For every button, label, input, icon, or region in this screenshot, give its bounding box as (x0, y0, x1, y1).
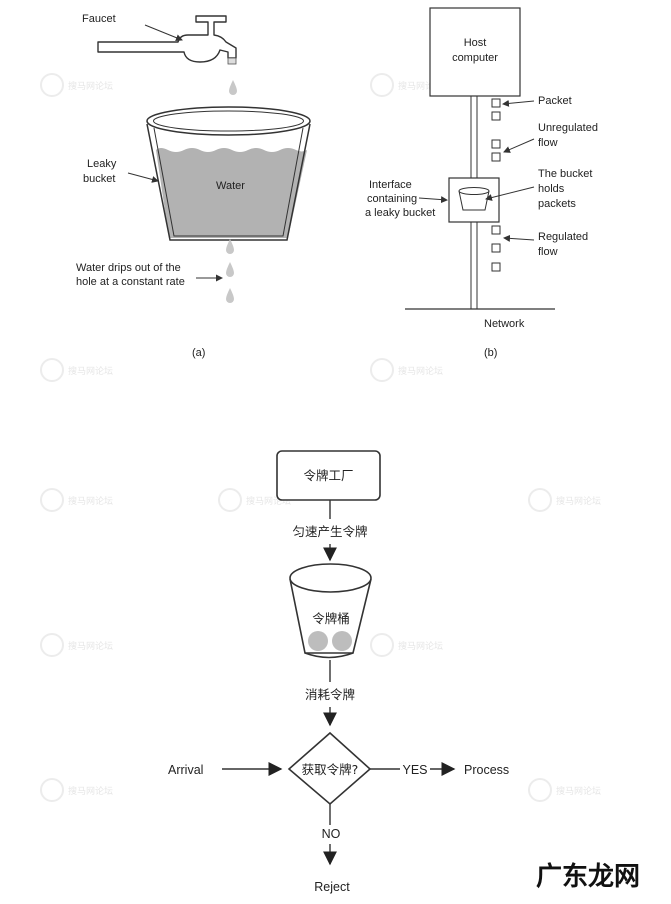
svg-text:搜马网论坛: 搜马网论坛 (398, 640, 443, 652)
interface-label-line3: a leaky bucket (365, 207, 435, 219)
packet (491, 262, 501, 272)
watermark: 搜马网论坛 (528, 778, 601, 802)
token-circle (308, 631, 328, 651)
regulated-label-line2: flow (538, 246, 558, 258)
interface-label-line2: containing (367, 193, 417, 205)
svg-text:搜马网论坛: 搜马网论坛 (68, 80, 113, 92)
packet (491, 152, 501, 162)
no-label: NO (322, 827, 341, 841)
arrival-label: Arrival (168, 763, 203, 777)
interface-label-line1: Interface (369, 179, 412, 191)
unregulated-label-line1: Unregulated (538, 122, 598, 134)
consume-token-label: 消耗令牌 (305, 687, 355, 702)
water-drop-icon (226, 288, 234, 303)
yes-label: YES (402, 763, 427, 777)
diagram-a: Faucet Water Leaky bucket Water drips ou… (76, 13, 311, 359)
packet (491, 243, 501, 253)
watermark: 搜马网论坛 (40, 778, 113, 802)
reject-label: Reject (314, 880, 350, 894)
process-label: Process (464, 763, 509, 777)
drips-label-line2: hole at a constant rate (76, 276, 185, 288)
caption-b: (b) (484, 347, 497, 359)
water-label: Water (216, 180, 245, 192)
svg-text:搜马网论坛: 搜马网论坛 (556, 785, 601, 797)
leaky-bucket-icon (146, 106, 311, 241)
regulated-label-line1: Regulated (538, 231, 588, 243)
packets (491, 98, 501, 272)
interface-box (448, 177, 500, 223)
packet (491, 98, 501, 108)
host-label-line2: computer (452, 52, 498, 64)
get-token-label: 获取令牌? (302, 762, 359, 777)
watermark: 搜马网论坛 (40, 73, 113, 97)
svg-text:搜马网论坛: 搜马网论坛 (68, 365, 113, 377)
host-computer-box (429, 7, 521, 97)
network-label: Network (484, 318, 525, 330)
bucket-holds-label-line3: packets (538, 198, 576, 210)
svg-text:搜马网论坛: 搜马网论坛 (68, 495, 113, 507)
packet (491, 139, 501, 149)
water-drop-icon (226, 239, 234, 254)
token-bucket-label: 令牌桶 (312, 611, 350, 626)
svg-text:搜马网论坛: 搜马网论坛 (398, 365, 443, 377)
token-bucket-flowchart: 令牌工厂 匀速产生令牌 令牌桶 消耗令牌 获取令牌? Arrival YES P… (168, 450, 509, 894)
site-logo: 广东龙网 (536, 861, 640, 892)
faucet-icon (97, 15, 237, 65)
water-drop-icon (226, 262, 234, 277)
svg-text:搜马网论坛: 搜马网论坛 (68, 640, 113, 652)
bucket-holds-label-line2: holds (538, 183, 565, 195)
token-circle (332, 631, 352, 651)
packet (491, 111, 501, 121)
bucket-holds-label-line1: The bucket (538, 168, 592, 180)
token-factory-box (276, 450, 381, 501)
leaky-bucket-label-line2: bucket (83, 173, 115, 185)
token-bucket-icon (289, 563, 372, 659)
diagram-b: Host computer Network Packet Unregu (365, 7, 598, 359)
drips-label-line1: Water drips out of the (76, 262, 181, 274)
watermark: 搜马网论坛 (370, 633, 443, 657)
packet-label: Packet (538, 95, 572, 107)
packet (491, 225, 501, 235)
svg-text:搜马网论坛: 搜马网论坛 (556, 495, 601, 507)
watermark: 搜马网论坛 (40, 488, 113, 512)
caption-a: (a) (192, 347, 205, 359)
faucet-label: Faucet (82, 13, 116, 25)
watermark: 搜马网论坛 (40, 358, 113, 382)
token-factory-label: 令牌工厂 (303, 468, 353, 483)
watermark: 搜马网论坛 (370, 358, 443, 382)
watermark: 搜马网论坛 (40, 633, 113, 657)
watermark: 搜马网论坛 (528, 488, 601, 512)
leaky-bucket-label-line1: Leaky (87, 158, 117, 170)
unregulated-label-line2: flow (538, 137, 558, 149)
host-label-line1: Host (464, 37, 487, 49)
water-drop-icon (229, 80, 237, 95)
generate-tokens-label: 匀速产生令牌 (292, 524, 367, 539)
svg-text:搜马网论坛: 搜马网论坛 (68, 785, 113, 797)
